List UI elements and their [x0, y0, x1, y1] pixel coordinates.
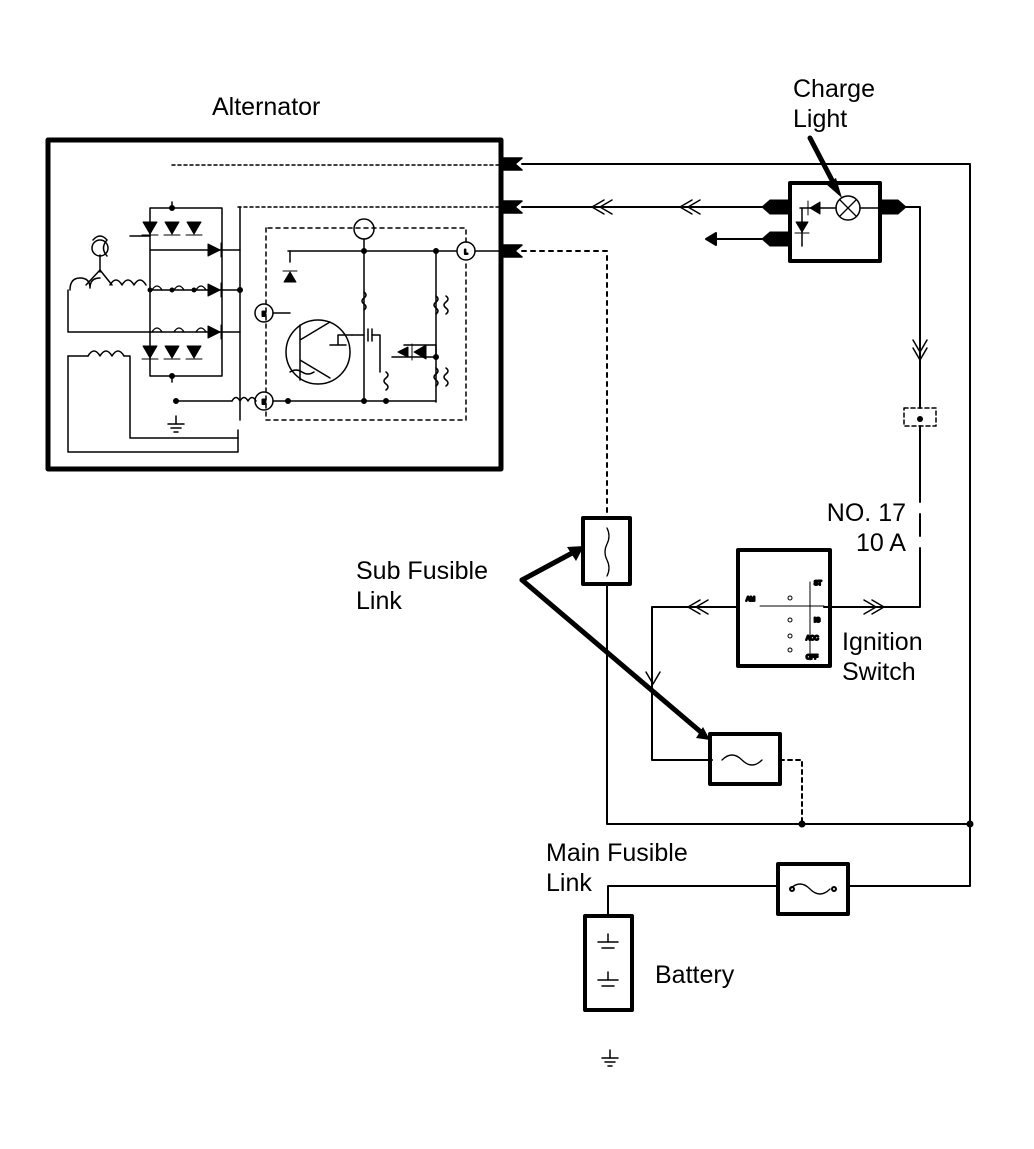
alternator-terminals [500, 157, 523, 258]
ignition-switch-position-ig: IG [814, 618, 821, 624]
fuse-label: NO. 17 10 A [814, 498, 906, 558]
stator-coil-taps [151, 285, 207, 333]
main-fusible-link [776, 862, 850, 916]
sub-fusible-link-lower-element [721, 754, 763, 766]
regulator-terminal-e-mark: E [262, 400, 266, 406]
charge-light-pointer [807, 135, 837, 187]
alternator-ground-icon [167, 415, 185, 433]
charge-light-internal-wire [799, 207, 881, 247]
main-fusible-link-element [789, 883, 831, 895]
ignition-switch-label-line1: Ignition [842, 628, 923, 656]
junction-dots [798, 416, 974, 828]
charge-light-output-arrow [705, 232, 717, 246]
battery-unit [583, 914, 634, 1012]
regulator-parts [173, 248, 439, 404]
main-link-to-battery-wire [607, 885, 779, 917]
regulator-terminal-l-mark: L [464, 250, 468, 256]
charge-light-bulb-filament [839, 199, 857, 217]
sub-fusible-link-pointer [519, 549, 705, 736]
sub-fusible-link-label-line1: Sub Fusible [356, 557, 489, 585]
charge-light-label-line1: Charge [793, 75, 875, 103]
sub-link-to-bus-wire [606, 583, 971, 825]
battery-label: Battery [655, 961, 735, 989]
sub-fusible-link-upper-element [604, 527, 610, 577]
alternator-b-wire [521, 163, 971, 887]
main-fusible-link-label-line2: Link [546, 869, 592, 897]
battery-ground-icon [601, 1049, 619, 1067]
main-fusible-link-terminal-b [831, 886, 837, 892]
ignition-switch-label: Ignition Switch [842, 627, 923, 687]
battery-cell-icons [597, 933, 619, 987]
alternator-s-wire [521, 250, 608, 517]
fuse-number-label: NO. 17 [826, 499, 906, 527]
pointer-arrowheads [567, 178, 842, 740]
ignition-switch-unit [736, 548, 832, 668]
sub-fusible-link-lower [708, 732, 782, 786]
sub-fusible-link-label: Sub Fusible Link [356, 556, 488, 616]
ignition-switch-label-line2: Switch [842, 658, 916, 686]
regulator-terminal-b-mark: B [262, 312, 266, 318]
wire-direction-arrows [591, 199, 928, 685]
voltage-regulator [175, 218, 476, 421]
charge-light-diodes [794, 200, 821, 234]
alternator-housing [45, 137, 504, 472]
ignition-switch-position-am: AM [746, 597, 755, 603]
rectifier-diodes [141, 205, 243, 379]
ignition-am-wire [651, 606, 739, 761]
fuse-to-ignition-wire [823, 425, 921, 608]
main-fusible-link-label: Main Fusible Link [546, 838, 688, 898]
charge-light-connectors [761, 199, 907, 247]
ignition-switch-position-st: ST [814, 581, 822, 587]
main-fusible-link-terminal-a [789, 886, 795, 892]
charge-light-to-fuse-wire [905, 206, 921, 409]
charge-light-label: Charge Light [793, 74, 875, 134]
fuse-rating-label: 10 A [855, 529, 906, 557]
sub-fusible-link-label-line2: Link [356, 587, 402, 615]
alternator-internal-circuit [67, 164, 502, 453]
sub-link-lower-to-bus-wire [779, 759, 803, 825]
main-fusible-link-label-line1: Main Fusible [546, 839, 688, 867]
ignition-switch-position-off: OFF [806, 655, 818, 661]
ignition-switch-contacts [759, 581, 825, 661]
charge-light-label-line2: Light [793, 105, 848, 133]
ignition-switch-position-acc: ACC [806, 636, 819, 642]
alternator-label: Alternator [212, 93, 321, 121]
